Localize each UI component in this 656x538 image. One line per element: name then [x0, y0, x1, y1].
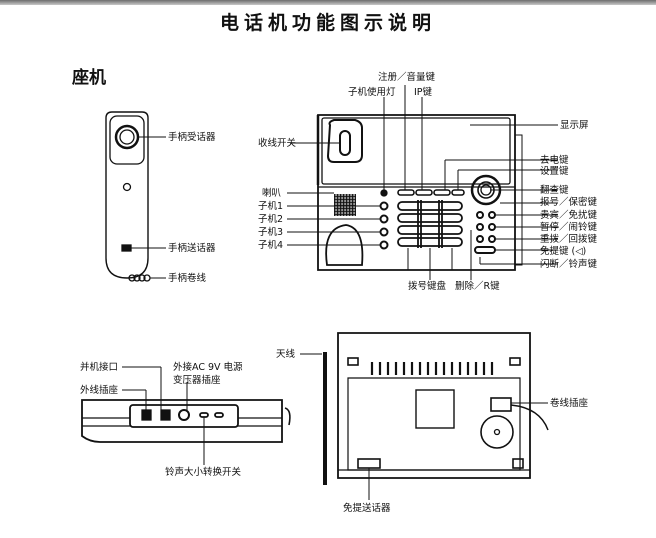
label-speaker: 喇叭 — [262, 188, 282, 199]
label-handset-coil-cord: 手柄卷线 — [168, 273, 207, 284]
top-border — [0, 0, 656, 5]
handset-3-button — [379, 227, 389, 237]
label-handsfree-mic: 免提送话器 — [343, 503, 391, 514]
handset-button-icon — [122, 182, 132, 192]
dial-keypad-icon — [397, 200, 463, 248]
handsfree-key-icon — [474, 246, 496, 254]
handset-illustration — [105, 111, 166, 282]
label-ac-adapter-1: 外接AC 9V 电源 — [173, 362, 243, 373]
section-title: 座机 — [72, 68, 106, 88]
label-antenna: 天线 — [276, 349, 296, 360]
label-handset-transmitter: 手柄送话器 — [168, 243, 216, 254]
label-handset-3: 子机3 — [258, 227, 284, 238]
line-jack-icon — [141, 409, 152, 421]
label-settings-key: 设置键 — [540, 166, 569, 177]
label-display: 显示屏 — [560, 120, 589, 131]
label-dial-keypad: 拨号键盘 — [408, 281, 447, 292]
label-delete-r-key: 删除／R键 — [455, 281, 500, 292]
base-side-illustration — [81, 366, 291, 465]
label-in-use-light: 子机使用灯 — [348, 87, 396, 98]
label-pause-alarm-key: 暂停／闹铃键 — [540, 222, 598, 233]
extension-port-icon — [160, 409, 171, 421]
label-coil-cord-jack: 卷线插座 — [550, 398, 589, 409]
label-report-secret-key: 报号／保密键 — [540, 197, 598, 208]
label-ac-adapter-2: 变压器插座 — [173, 375, 221, 386]
label-register-volume-key: 注册／音量键 — [378, 72, 436, 83]
transmitter-icon — [121, 244, 132, 252]
handset-2-button — [379, 214, 389, 224]
coil-jack-icon — [490, 397, 512, 412]
handset-4-button — [379, 240, 389, 250]
label-flash-ringer-key: 闪断／铃声键 — [540, 259, 598, 270]
label-handset-4: 子机4 — [258, 240, 284, 251]
vent-slots-icon — [370, 362, 494, 375]
label-lookup-key: 翻查键 — [540, 185, 569, 196]
label-ringer-switch: 铃声大小转换开关 — [165, 467, 242, 478]
label-line-jack: 外线插座 — [80, 385, 119, 396]
in-use-light-icon — [380, 189, 388, 197]
label-hook-switch: 收线开关 — [258, 138, 297, 149]
label-handset-1: 子机1 — [258, 201, 284, 212]
handsfree-mic-icon — [357, 458, 381, 469]
label-outgoing-call-key: 去电键 — [540, 155, 569, 166]
label-ip-key: IP键 — [414, 87, 433, 98]
handset-1-button — [379, 201, 389, 211]
label-handset-2: 子机2 — [258, 214, 284, 225]
label-handset-receiver: 手柄受话器 — [168, 132, 216, 143]
receiver-icon — [114, 124, 140, 150]
label-vip-dnd-key: 贵宾／免扰键 — [540, 210, 598, 221]
speaker-grille-icon — [334, 194, 356, 216]
page-title: 电话机功能图示说明 — [219, 12, 436, 34]
power-jack-icon — [178, 409, 190, 421]
label-redial-callback-key: 重拨／回拨键 — [540, 234, 598, 245]
base-front-illustration — [287, 85, 558, 280]
hook-switch-icon — [339, 130, 351, 156]
label-extension-port: 并机接口 — [80, 362, 119, 373]
base-back-illustration — [300, 332, 549, 500]
label-handsfree-key: 免提键 (◁) — [540, 246, 587, 257]
